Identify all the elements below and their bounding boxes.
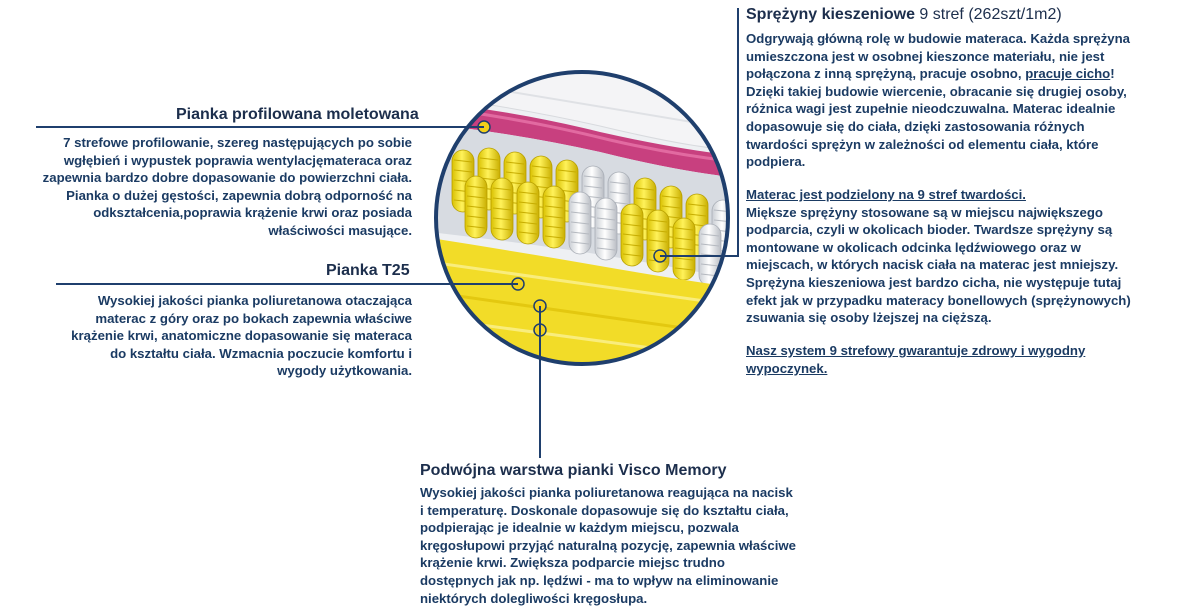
springs-title-bold: Sprężyny kieszeniowe xyxy=(746,6,915,23)
spring-coil-line xyxy=(622,233,642,237)
spring-coil-line xyxy=(466,195,486,199)
spring-coil-line xyxy=(596,247,616,251)
connector-springs-vertical xyxy=(737,8,739,256)
zones-block: Materac jest podzielony na 9 stref tward… xyxy=(746,186,1136,327)
foam-t25-text: Wysokiej jakości pianka poliuretanowa ot… xyxy=(71,293,412,379)
spring-coil-line xyxy=(492,207,512,211)
spring-coil-line xyxy=(674,237,694,241)
spring-coil-line xyxy=(596,217,616,221)
spring-coil-line xyxy=(596,227,616,231)
spring-coil-line xyxy=(700,243,720,247)
spring-coil-line xyxy=(674,227,694,231)
spring-coil-line xyxy=(492,187,512,191)
spring-coil-line xyxy=(674,247,694,251)
spring-coil-line xyxy=(518,201,538,205)
visco-title: Podwójna warstwa pianki Visco Memory xyxy=(420,462,727,479)
spring-coil-line xyxy=(596,207,616,211)
spring-coil-line xyxy=(531,165,551,169)
springs-title: Sprężyny kieszeniowe 9 stref (262szt/1m2… xyxy=(746,6,1062,24)
connector-t25 xyxy=(56,283,518,285)
spring-coil-line xyxy=(687,213,707,217)
spring-coil-line xyxy=(544,195,564,199)
spring-coil-line xyxy=(687,203,707,207)
spring-coil-line xyxy=(609,181,629,185)
quiet-link[interactable]: pracuje cicho xyxy=(1025,66,1111,82)
spring-coil-line xyxy=(609,191,629,195)
pocket-springs xyxy=(451,147,728,287)
connector-profiled xyxy=(36,126,484,128)
spring-coil-line xyxy=(466,205,486,209)
spring-coil-line xyxy=(648,219,668,223)
spring-coil-line xyxy=(570,241,590,245)
foam-profiled-title: Pianka profilowana moletowana xyxy=(176,106,419,123)
spring-coil-line xyxy=(557,179,577,183)
spring-coil-line xyxy=(622,213,642,217)
spring-coil-line xyxy=(518,211,538,215)
zones-heading[interactable]: Materac jest podzielony na 9 stref tward… xyxy=(746,187,1026,202)
spring-coil-line xyxy=(713,219,728,223)
spring-coil-line xyxy=(661,205,681,209)
spring-coil-line xyxy=(622,253,642,257)
springs-title-rest: 9 stref (262szt/1m2) xyxy=(914,6,1062,23)
spring-coil-line xyxy=(583,175,603,179)
spring-coil-line xyxy=(544,205,564,209)
spring-coil-line xyxy=(700,263,720,267)
connector-springs-horizontal xyxy=(660,255,739,257)
spring-coil-line xyxy=(466,185,486,189)
spring-coil-line xyxy=(596,237,616,241)
spring-coil-line xyxy=(518,221,538,225)
foam-profiled-text: 7 strefowe profilowanie, szereg następuj… xyxy=(42,135,412,238)
spring-coil-line xyxy=(700,233,720,237)
spring-coil-line xyxy=(544,235,564,239)
spring-coil-line xyxy=(570,201,590,205)
spring-coil-line xyxy=(713,209,728,213)
spring-coil-line xyxy=(544,215,564,219)
springs-text: Odgrywają główną rolę w budowie materaca… xyxy=(746,30,1130,171)
spring-coil-line xyxy=(505,161,525,165)
spring-coil-line xyxy=(544,225,564,229)
springs-text-b: ! Dzięki takiej budowie wiercenie, obrac… xyxy=(746,66,1127,170)
springs-text-a: Odgrywają główną rolę w budowie materaca… xyxy=(746,31,1131,82)
foam-t25-title: Pianka T25 xyxy=(326,262,410,279)
spring-coil-line xyxy=(505,171,525,175)
spring-coil-line xyxy=(570,231,590,235)
spring-coil-line xyxy=(570,221,590,225)
spring-coil-line xyxy=(453,159,473,163)
spring-coil-line xyxy=(557,169,577,173)
spring-coil-line xyxy=(622,243,642,247)
spring-coil-line xyxy=(674,267,694,271)
spring-coil-line xyxy=(466,225,486,229)
spring-coil-line xyxy=(453,169,473,173)
spring-coil-line xyxy=(635,197,655,201)
spring-coil-line xyxy=(479,167,499,171)
spring-coil-line xyxy=(531,175,551,179)
spring-coil-line xyxy=(492,197,512,201)
spring-coil-line xyxy=(570,211,590,215)
spring-coil-line xyxy=(518,231,538,235)
spring-coil-line xyxy=(661,195,681,199)
spring-coil-line xyxy=(648,239,668,243)
spring-coil-line xyxy=(492,217,512,221)
spring-coil-line xyxy=(479,157,499,161)
spring-coil-line xyxy=(583,185,603,189)
spring-coil-line xyxy=(518,191,538,195)
spring-coil-line xyxy=(622,223,642,227)
spring-coil-line xyxy=(492,227,512,231)
guarantee-link[interactable]: Nasz system 9 strefowy gwarantuje zdrowy… xyxy=(746,343,1086,376)
connector-visco xyxy=(539,306,541,458)
mattress-layers xyxy=(436,72,728,364)
visco-text: Wysokiej jakości pianka poliuretanowa re… xyxy=(420,485,796,606)
spring-coil-line xyxy=(635,187,655,191)
illustration-frame xyxy=(434,70,730,366)
spring-coil-line xyxy=(466,215,486,219)
spring-coil-line xyxy=(674,257,694,261)
zones-text: Miększe sprężyny stosowane są w miejscu … xyxy=(746,204,1131,326)
spring-coil-line xyxy=(648,229,668,233)
